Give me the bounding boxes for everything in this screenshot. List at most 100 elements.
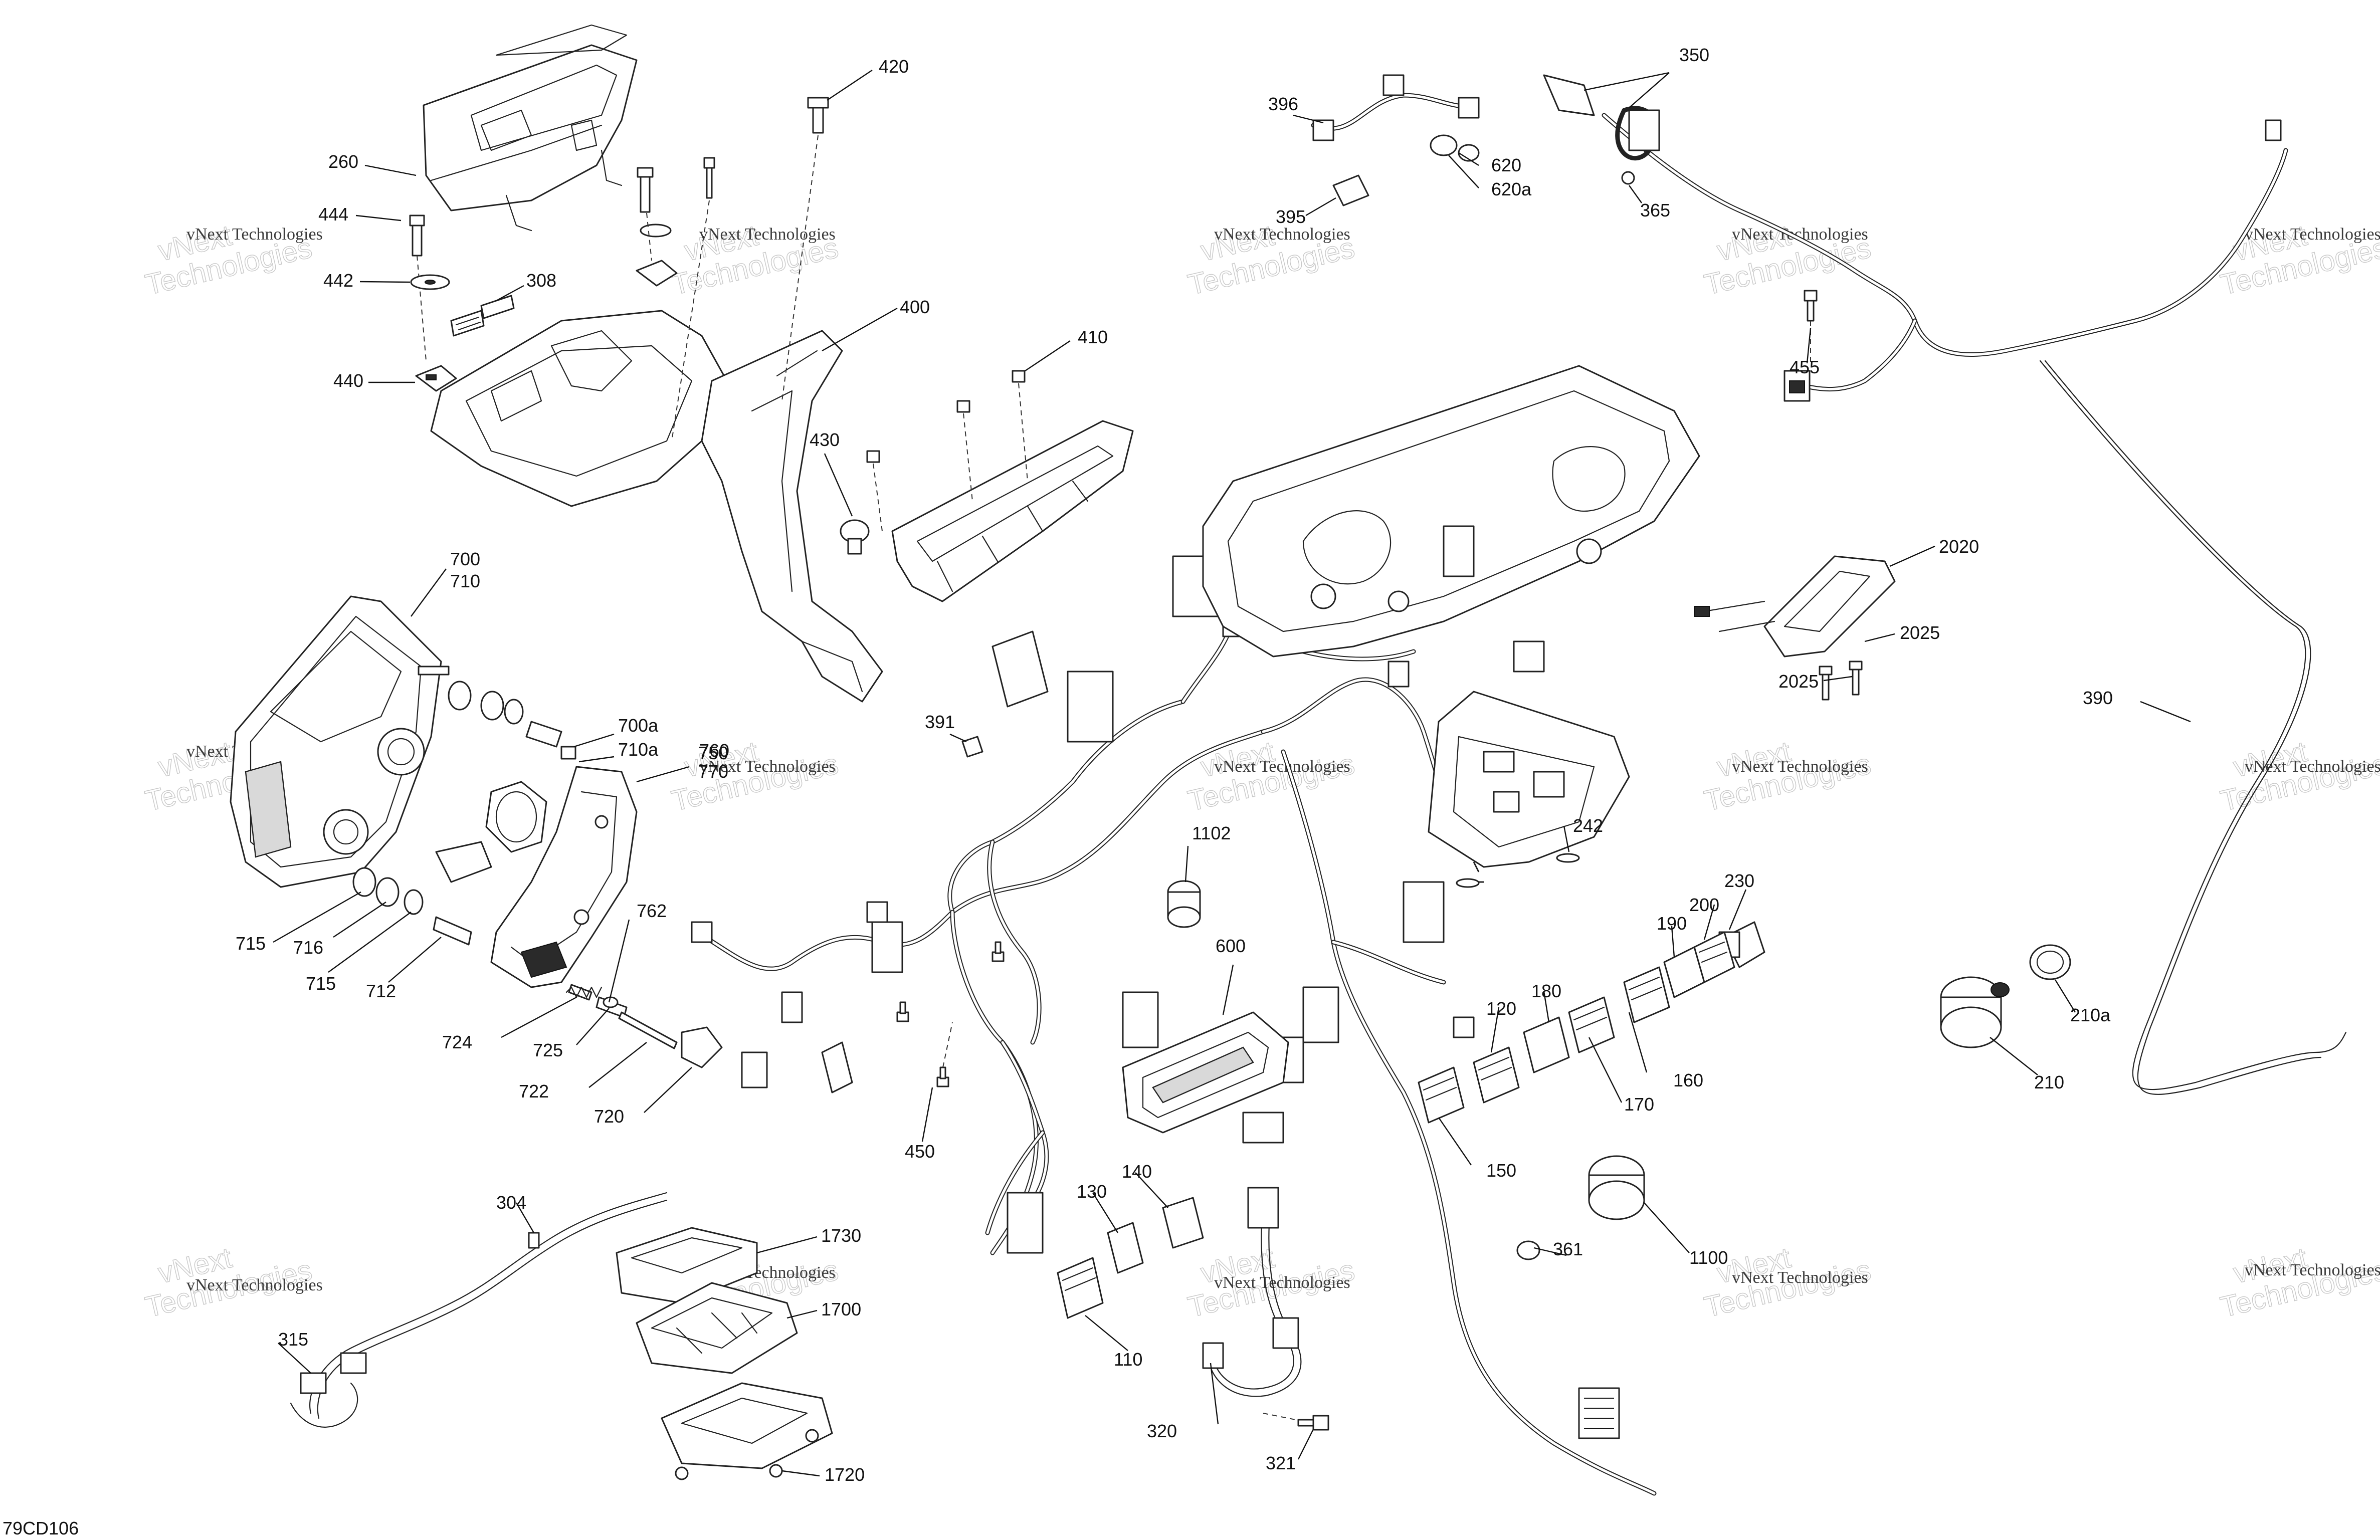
watermark-11: vNext Technologies <box>142 1241 315 1324</box>
callout-2025-right: 2025 <box>1900 622 1940 643</box>
callout-700a: 700a <box>618 715 659 736</box>
switch-connector-110 <box>1057 1257 1104 1319</box>
callout-200: 200 <box>1689 895 1719 915</box>
harness-connectors <box>691 555 1620 1439</box>
cable-390 <box>2039 360 2347 1095</box>
watermark-layer: vNext Technologies vNext Technologies vN… <box>142 218 2380 1324</box>
callout-760: 760 <box>699 740 729 761</box>
switch-connector-120 <box>1473 1046 1520 1104</box>
callout-242: 242 <box>1573 815 1603 836</box>
callout-120: 120 <box>1486 998 1516 1019</box>
callout-620a: 620a <box>1491 179 1532 199</box>
callout-724: 724 <box>442 1032 472 1052</box>
switch-connector-150 <box>1418 1066 1465 1124</box>
callout-391: 391 <box>925 712 955 732</box>
watermark-3: vNext Technologies <box>1184 218 1358 302</box>
screw-321 <box>1297 1415 1329 1431</box>
plug-361 <box>1516 1240 1540 1260</box>
callout-130: 130 <box>1077 1181 1107 1202</box>
callout-361: 361 <box>1553 1239 1583 1259</box>
callout-365: 365 <box>1640 200 1670 221</box>
ecu-module-1700 <box>636 1282 798 1374</box>
watermark-4: vNext Technologies <box>1701 218 1874 302</box>
callout-321: 321 <box>1266 1453 1296 1473</box>
watermark-1: vNext Technologies <box>142 218 315 302</box>
headlamp-module-700 <box>230 595 450 888</box>
watermark-2: vNext Technologies <box>668 218 842 302</box>
watermark-caption-14: vNext Technologies <box>1732 1268 1868 1287</box>
callout-620: 620 <box>1491 155 1521 175</box>
spring-724 <box>565 986 603 998</box>
washer-725 <box>603 996 619 1008</box>
bezel-210a <box>2029 944 2071 980</box>
callout-762: 762 <box>637 901 667 921</box>
watermark-caption-13: vNext Technologies <box>1214 1273 1350 1292</box>
harness-350 <box>1543 74 2288 402</box>
switch-connector-160 <box>1623 966 1670 1023</box>
callout-1730: 1730 <box>821 1225 861 1246</box>
callout-430: 430 <box>810 429 840 450</box>
screw-365 <box>1621 171 1635 185</box>
callout-715-upper: 715 <box>236 933 266 954</box>
callout-1720: 1720 <box>825 1464 865 1485</box>
switch-connector-170 <box>1568 996 1615 1053</box>
callout-440: 440 <box>333 370 363 391</box>
screws-308 <box>450 295 515 337</box>
clip-391 <box>961 736 983 758</box>
bracket-760-770 <box>490 766 638 988</box>
callout-444: 444 <box>318 204 348 225</box>
screws-2025 <box>1819 661 1863 701</box>
adjuster-750 <box>435 781 547 883</box>
fasteners-top-center <box>636 157 715 442</box>
callout-190: 190 <box>1657 913 1687 934</box>
watermark-caption-15: vNext Technologies <box>2245 1261 2380 1279</box>
callout-750: 750 <box>698 743 728 763</box>
callout-2025-left: 2025 <box>1778 671 1819 692</box>
switch-connector-190 <box>1663 946 1705 998</box>
watermark-caption-3: vNext Technologies <box>1214 225 1350 244</box>
callout-labels: 420 260 444 442 308 440 400 410 430 396 … <box>236 45 2113 1485</box>
cover-260 <box>423 24 638 232</box>
callout-442: 442 <box>323 270 353 291</box>
callout-725: 725 <box>533 1040 563 1060</box>
callout-320: 320 <box>1147 1421 1177 1441</box>
wiring-harness-main <box>694 549 1657 1496</box>
callout-1100: 1100 <box>1689 1247 1728 1268</box>
callout-722: 722 <box>519 1081 549 1102</box>
grommet-440 <box>415 365 457 392</box>
callout-410: 410 <box>1078 327 1108 347</box>
fuse-box-242 <box>1428 691 1630 888</box>
callout-210: 210 <box>2034 1072 2064 1092</box>
cable-315 <box>290 1192 668 1428</box>
callout-315: 315 <box>278 1329 308 1350</box>
watermark-caption-1: vNext Technologies <box>186 225 323 244</box>
callout-420: 420 <box>879 56 909 77</box>
callout-304: 304 <box>496 1192 526 1213</box>
callout-2020: 2020 <box>1939 536 1979 557</box>
callout-180: 180 <box>1531 981 1561 1001</box>
screw-455 <box>1804 290 1818 366</box>
watermark-caption-2: vNext Technologies <box>699 225 836 244</box>
bracket-support-400 <box>430 310 883 703</box>
callout-770: 770 <box>698 761 728 782</box>
cable-320 <box>1202 1187 1314 1424</box>
rod-722 <box>618 1011 678 1049</box>
callout-716: 716 <box>293 937 323 958</box>
module-2020 <box>1694 555 1896 657</box>
callout-400: 400 <box>900 297 930 317</box>
callout-390: 390 <box>2083 688 2113 708</box>
watermark-5: vNext Technologies <box>2217 218 2380 302</box>
switch-connector-180 <box>1523 1016 1570 1073</box>
bolt-700a <box>525 721 576 760</box>
callout-170: 170 <box>1624 1094 1654 1115</box>
leader-lines <box>273 70 2191 1477</box>
switch-1100 <box>1588 1155 1645 1220</box>
callout-710: 710 <box>450 571 480 591</box>
gauge-frame <box>1202 365 1700 657</box>
watermark-caption-7: vNext Technologies <box>699 757 836 776</box>
connector-395 <box>1332 174 1369 206</box>
washers-715-716 <box>352 681 524 915</box>
callout-160: 160 <box>1673 1070 1703 1090</box>
callout-455: 455 <box>1790 357 1820 377</box>
